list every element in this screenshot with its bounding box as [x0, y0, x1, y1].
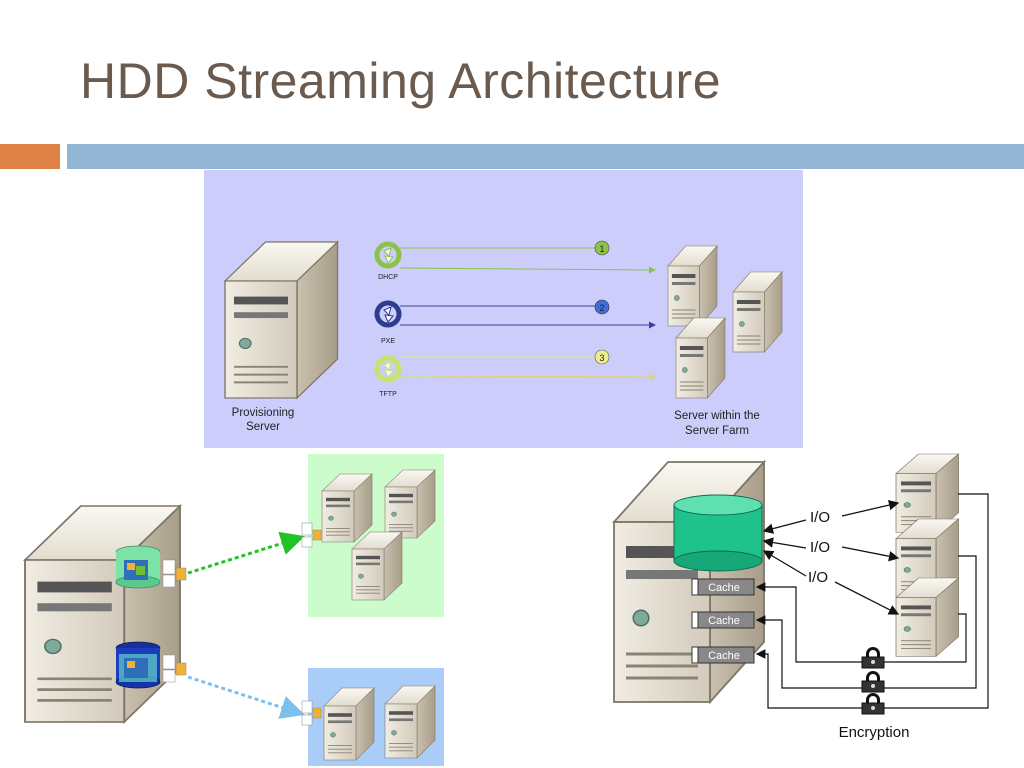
step-3-number: 3 — [599, 353, 604, 363]
pxe-icon — [377, 303, 399, 325]
io-label: I/O — [810, 509, 830, 526]
dhcp-label: DHCP — [378, 274, 398, 281]
farm-server-icon — [667, 245, 718, 327]
io-arrow — [762, 519, 807, 534]
cache-box: Cache — [691, 611, 755, 629]
cache-label: Cache — [708, 615, 740, 627]
io-label: I/O — [810, 539, 830, 556]
lock-icon — [861, 647, 885, 669]
tftp-response-arrow — [399, 373, 656, 381]
cache-label: Cache — [708, 582, 740, 594]
cache-box: Cache — [691, 646, 755, 664]
document-icons — [301, 700, 322, 726]
accent-bar-orange — [0, 144, 60, 169]
slide-title: HDD Streaming Architecture — [80, 53, 722, 109]
streaming-server-icon — [23, 504, 182, 724]
provisioning-server-label-2: Server — [246, 421, 280, 433]
step-1-number: 1 — [599, 244, 604, 254]
dhcp-icon — [377, 244, 399, 266]
shared-disk-icon — [673, 494, 763, 572]
farm-label-2: Server Farm — [685, 425, 749, 437]
document-icons — [301, 522, 322, 548]
farm-server-icon — [675, 317, 726, 399]
group-server-icon — [351, 531, 403, 601]
group-server-icon — [321, 473, 373, 543]
group-server-icon — [384, 685, 436, 759]
farm-server-icon — [732, 271, 783, 353]
step-3-badge — [594, 349, 610, 365]
step-2-badge — [594, 299, 610, 315]
cache-box: Cache — [691, 578, 755, 596]
provisioning-server-icon — [223, 240, 339, 400]
io-arrow — [841, 546, 900, 562]
accent-bar-blue — [67, 144, 1024, 169]
tftp-label: TFTP — [379, 391, 397, 398]
pxe-label: PXE — [381, 338, 395, 345]
document-icons — [162, 654, 187, 683]
green-vdisk-icon — [115, 545, 161, 589]
document-icons — [162, 559, 187, 588]
lock-icon — [861, 693, 885, 715]
io-label: I/O — [808, 569, 828, 586]
blue-stream-arrow — [187, 675, 305, 719]
lock-icon — [861, 671, 885, 693]
group-server-icon — [323, 687, 375, 761]
green-stream-arrow — [187, 531, 305, 575]
io-arrow — [762, 550, 807, 577]
cache-label: Cache — [708, 650, 740, 662]
step-2-number: 2 — [599, 303, 604, 313]
encryption-label: Encryption — [839, 724, 910, 741]
step-1-badge — [594, 240, 610, 256]
io-arrow — [834, 581, 900, 615]
provisioning-server-label-1: Provisioning — [232, 407, 295, 419]
blue-vdisk-icon — [115, 641, 161, 689]
tftp-icon — [377, 358, 399, 380]
io-arrow — [762, 537, 807, 549]
dhcp-response-arrow — [399, 266, 656, 274]
farm-label-1: Server within the — [674, 410, 760, 422]
client-server-icon — [895, 577, 960, 658]
group-server-icon — [384, 469, 436, 539]
io-arrow — [841, 499, 900, 517]
